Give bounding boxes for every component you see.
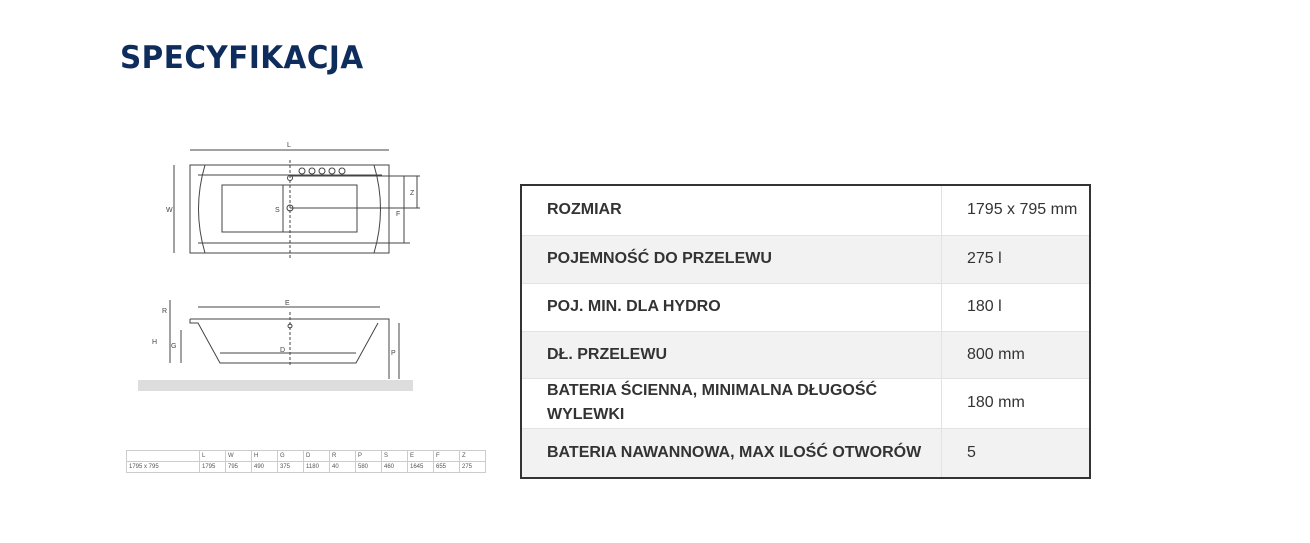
value-cell: 795 — [225, 461, 252, 473]
label-E: E — [285, 300, 290, 307]
spec-label: BATERIA NAWANNOWA, MAX ILOŚĆ OTWORÓW — [521, 428, 942, 479]
dimensions-header-row: L W H G D R P S E F Z — [126, 450, 486, 462]
header-cell: W — [225, 450, 252, 462]
spec-label: BATERIA ŚCIENNA, MINIMALNA DŁUGOŚĆ WYLEW… — [521, 378, 942, 429]
value-cell: 1795 x 795 — [126, 461, 200, 473]
header-cell: D — [303, 450, 330, 462]
label-Z: Z — [410, 190, 415, 197]
spec-value: 180 l — [941, 283, 1090, 332]
spec-row: BATERIA ŚCIENNA, MINIMALNA DŁUGOŚĆ WYLEW… — [521, 378, 1090, 429]
header-cell: F — [433, 450, 460, 462]
value-cell: 40 — [329, 461, 356, 473]
bathtub-technical-drawing: L W S Z F E R H G D P — [138, 142, 420, 391]
label-P: P — [391, 350, 396, 357]
header-cell: E — [407, 450, 434, 462]
dimensions-value-row: 1795 x 795 1795 795 490 375 1180 40 580 … — [126, 461, 486, 473]
header-cell: H — [251, 450, 278, 462]
spec-value: 800 mm — [941, 331, 1090, 379]
value-cell: 1180 — [303, 461, 330, 473]
spec-label: ROZMIAR — [521, 185, 942, 236]
label-F: F — [396, 211, 400, 218]
spec-value: 1795 x 795 mm — [941, 185, 1090, 236]
label-H: H — [152, 339, 157, 346]
label-D: D — [280, 347, 285, 354]
header-cell — [126, 450, 200, 462]
label-W: W — [166, 207, 173, 214]
spec-value: 5 — [941, 428, 1090, 479]
spec-label: DŁ. PRZELEWU — [521, 331, 942, 379]
value-cell: 375 — [277, 461, 304, 473]
header-cell: G — [277, 450, 304, 462]
label-G: G — [171, 343, 176, 350]
value-cell: 1645 — [407, 461, 434, 473]
value-cell: 460 — [381, 461, 408, 473]
header-cell: L — [199, 450, 226, 462]
label-L: L — [287, 142, 291, 149]
value-cell: 655 — [433, 461, 460, 473]
value-cell: 275 — [459, 461, 486, 473]
page-title: SPECYFIKACJA — [120, 40, 364, 76]
spec-label: POJ. MIN. DLA HYDRO — [521, 283, 942, 332]
spec-value: 180 mm — [941, 378, 1090, 429]
value-cell: 1795 — [199, 461, 226, 473]
header-cell: Z — [459, 450, 486, 462]
value-cell: 580 — [355, 461, 382, 473]
spec-value: 275 l — [941, 235, 1090, 284]
spec-label: POJEMNOŚĆ DO PRZELEWU — [521, 235, 942, 284]
header-cell: R — [329, 450, 356, 462]
label-R: R — [162, 308, 167, 315]
header-cell: S — [381, 450, 408, 462]
header-cell: P — [355, 450, 382, 462]
value-cell: 490 — [251, 461, 278, 473]
label-S: S — [275, 207, 280, 214]
dimensions-table: L W H G D R P S E F Z 1795 x 795 1795 79… — [126, 450, 486, 473]
